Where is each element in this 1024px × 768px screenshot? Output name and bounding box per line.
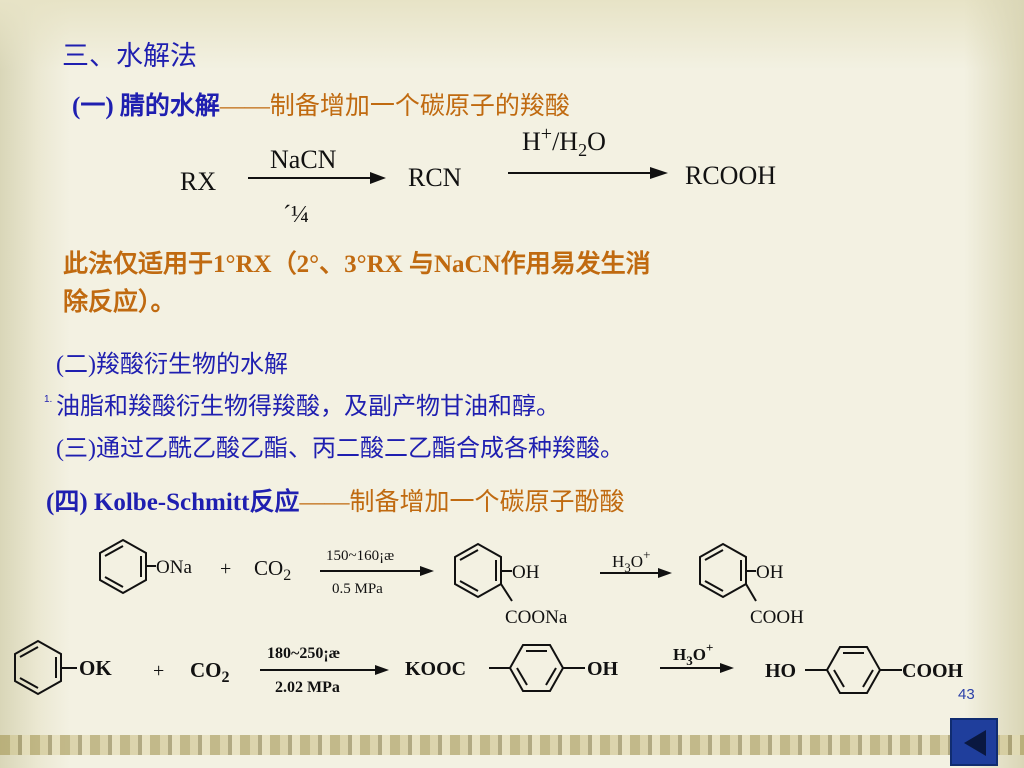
- kolbe-scheme-1: ONa + CO2 150~160¡æ 0.5 MPa OH COONa H3O…: [99, 538, 804, 628]
- section-1-title: (一) 腈的水解——制备增加一个碳原子的羧酸: [72, 86, 570, 122]
- oil-hydrolysis-line: 油脂和羧酸衍生物得羧酸，及副产物甘油和醇。: [56, 394, 560, 420]
- rx-label: RX: [180, 167, 216, 196]
- section-1-desc: 制备增加一个碳原子的羧酸: [269, 93, 570, 120]
- acid-reagent-label: H+/H2O: [522, 123, 606, 160]
- kolbe-scheme-2: OK + CO2 180~250¡æ 2.02 MPa KOOC OH H3O+…: [14, 639, 964, 696]
- intermediate-coona: COONa: [505, 607, 568, 628]
- note-line-1: 此法仅适用于1°RX（2°、3°RX 与NaCN作用易发生消: [63, 251, 651, 278]
- nacn-label: NaCN: [270, 145, 337, 174]
- potassium-phenoxide-label: OK: [79, 656, 112, 680]
- page-number: 43: [958, 686, 975, 703]
- background-decoration-right: [964, 0, 1024, 768]
- intermediate-oh-2: OH: [587, 658, 619, 680]
- benzene-ring-salicylate: [454, 542, 513, 602]
- slide-heading: 三、水解法: [62, 41, 197, 71]
- section-4-desc: 制备增加一个碳原子酚酸: [349, 489, 625, 516]
- benzene-ring-potassium-phenoxide: [14, 639, 77, 696]
- benzene-ring-phenoxide: [99, 538, 147, 595]
- benzene-ring-salicylic-acid: [699, 542, 757, 602]
- product-cooh: COOH: [750, 607, 804, 628]
- benzene-ring-intermediate-para: [489, 644, 585, 692]
- co2-label-1: CO2: [254, 556, 291, 584]
- section-3-title: (三)通过乙酰乙酸乙酯、丙二酸二乙酯合成各种羧酸。: [56, 436, 624, 462]
- product-ho: HO: [765, 660, 796, 682]
- line-marker: 1.: [44, 394, 53, 405]
- previous-slide-button[interactable]: [950, 718, 998, 766]
- product-oh: OH: [756, 562, 784, 583]
- section-4-dash: ——: [299, 489, 350, 516]
- section-2-title: (二)羧酸衍生物的水解: [56, 352, 288, 378]
- acid-label-1: H3O+: [612, 547, 650, 575]
- condition-pressure-2: 2.02 MPa: [275, 679, 340, 696]
- plus-sign-1: +: [220, 558, 231, 580]
- section-4-title: (四) Kolbe-Schmitt反应——制备增加一个碳原子酚酸: [46, 482, 624, 518]
- background-decoration-top: [0, 0, 1024, 70]
- back-arrow-icon: [964, 730, 986, 756]
- vine-border: [0, 735, 1024, 755]
- reaction-arrowhead-2: [650, 167, 668, 179]
- benzene-ring-product-para: [805, 646, 902, 694]
- background-decoration-left: [0, 0, 70, 768]
- nitrile-hydrolysis-scheme: RX NaCN ´¼ RCN H+/H2O RCOOH: [180, 123, 776, 228]
- intermediate-kooc: KOOC: [405, 658, 466, 680]
- acid-label-2: H3O+: [673, 640, 713, 668]
- rcooh-label: RCOOH: [685, 161, 776, 190]
- section-1-label: (一) 腈的水解: [72, 93, 220, 120]
- section-4-label: (四) Kolbe-Schmitt反应: [46, 489, 300, 516]
- solvent-label: ´¼: [283, 202, 309, 228]
- condition-pressure-1: 0.5 MPa: [332, 581, 383, 597]
- phenoxide-label: ONa: [156, 557, 192, 578]
- product-cooh-2: COOH: [902, 660, 964, 682]
- plus-sign-2: +: [153, 660, 164, 682]
- condition-temperature-2: 180~250¡æ: [267, 645, 340, 662]
- note-line-2: 除反应）。: [63, 289, 176, 316]
- reaction-arrowhead-1: [370, 172, 386, 184]
- rcn-label: RCN: [408, 163, 462, 192]
- section-1-dash: ——: [219, 93, 270, 120]
- co2-label-2: CO2: [190, 658, 230, 686]
- condition-temperature-1: 150~160¡æ: [326, 548, 394, 564]
- intermediate-oh: OH: [512, 562, 540, 583]
